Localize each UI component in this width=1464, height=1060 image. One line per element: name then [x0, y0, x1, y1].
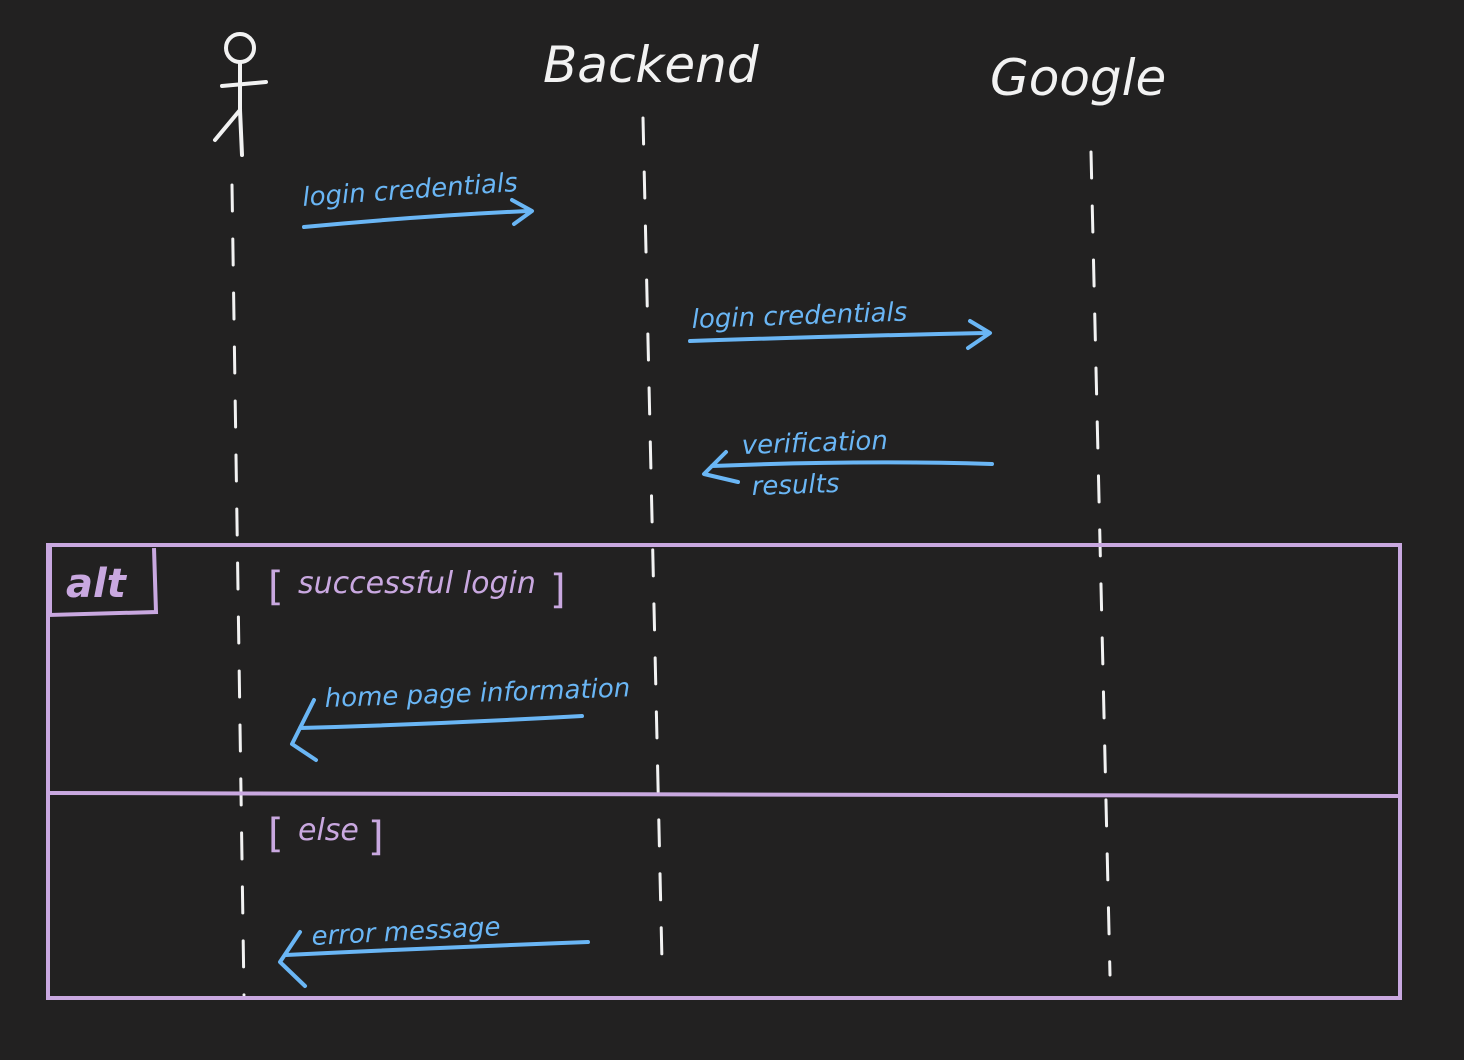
message-backend-to-google: login credentials	[688, 297, 992, 350]
alt-operator-label: alt	[66, 561, 128, 607]
participant-google-label: Google	[990, 49, 1166, 107]
message-label: login credentials	[301, 168, 518, 213]
arrow-left-icon	[702, 450, 994, 484]
message-google-to-backend: verification results	[702, 426, 994, 502]
guard-bracket-open: [	[268, 564, 284, 610]
message-backend-to-user-success: home page information	[290, 673, 631, 762]
participant-backend-label: Backend	[543, 36, 759, 94]
guard-else-label: else	[298, 813, 359, 848]
arrow-right-icon	[302, 198, 534, 229]
alt-divider	[49, 791, 1399, 798]
alt-frame	[46, 543, 1402, 1000]
guard-success-label: successful login	[298, 566, 536, 601]
lifeline-user	[230, 183, 246, 997]
message-label-line1: verification	[741, 426, 888, 461]
message-label: home page information	[324, 673, 631, 714]
alt-fragment: alt [ successful login ] [ else ]	[46, 543, 1402, 1000]
lifeline-google	[1089, 150, 1112, 977]
guard-bracket-close: ]	[550, 567, 566, 613]
arrow-right-icon	[688, 319, 992, 350]
message-user-to-backend: login credentials	[301, 168, 534, 229]
user-actor-icon	[213, 32, 268, 157]
message-label: login credentials	[691, 297, 908, 335]
arrow-left-icon	[290, 698, 584, 762]
message-label-line2: results	[751, 469, 840, 502]
guard-bracket-close: ]	[368, 814, 384, 860]
alt-operator-tab	[48, 545, 159, 618]
arrow-left-icon	[278, 930, 590, 988]
lifeline-backend	[641, 116, 664, 964]
message-backend-to-user-error: error message	[278, 912, 590, 988]
guard-bracket-open: [	[268, 811, 284, 857]
